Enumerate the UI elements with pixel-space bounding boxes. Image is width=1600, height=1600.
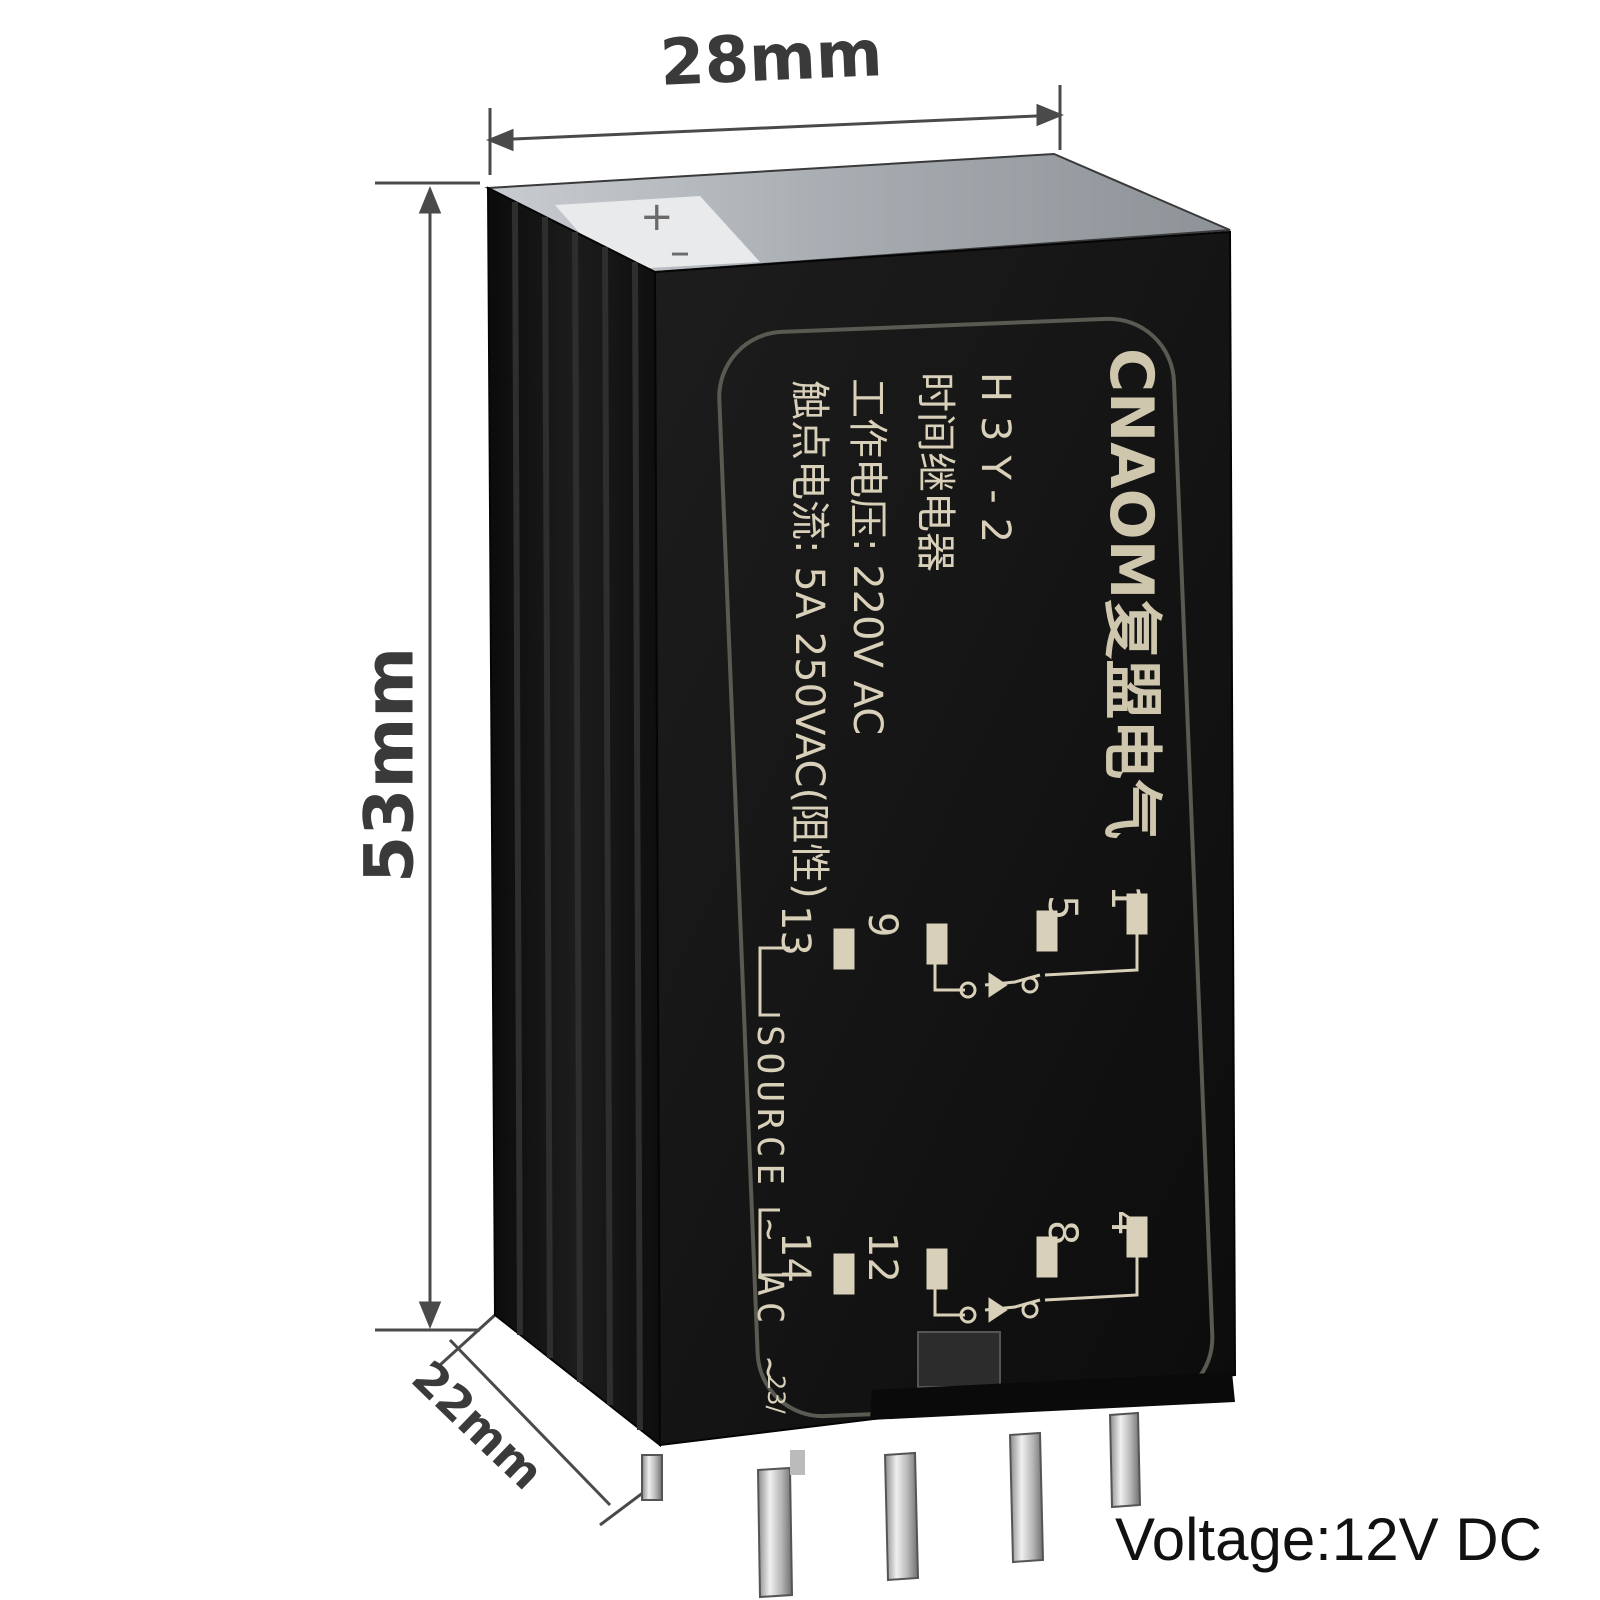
wiring-diagram: [758, 893, 1148, 1324]
pin-number-4: 4: [1102, 1210, 1148, 1236]
svg-text:+: +: [640, 194, 674, 240]
relay-top-cap: + –: [484, 152, 1231, 275]
relay-small-mark: 23/: [762, 1375, 790, 1414]
relay-source-label: SOURCE ~ AC ~: [749, 1025, 790, 1385]
svg-text:–: –: [670, 229, 690, 275]
height-dimension-label: 53mm: [350, 646, 430, 884]
pin: [883, 1451, 920, 1582]
width-dimension-line: [489, 113, 1061, 142]
pin: [1008, 1431, 1045, 1564]
relay-type-label: 时间继电器: [912, 372, 958, 572]
depth-dimension-line: [448, 1338, 612, 1507]
relay-brand-label: CNAOM复盟电气: [1096, 348, 1166, 840]
relay-pins: [641, 1411, 1142, 1599]
voltage-caption: Voltage:12V DC: [1115, 1506, 1542, 1573]
pin-number-14: 14: [772, 1232, 818, 1283]
pin-number-5: 5: [1039, 895, 1085, 921]
relay-model-label: H3Y-2: [972, 372, 1018, 558]
pin: [756, 1466, 794, 1599]
relay-working-voltage-label: 工作电压: 220V AC: [844, 378, 890, 736]
pin-number-12: 12: [859, 1232, 905, 1283]
dimension-lines: [375, 85, 1064, 1527]
pin: [1108, 1411, 1142, 1509]
width-dimension-label: 28mm: [658, 17, 884, 101]
pin-number-8: 8: [1039, 1220, 1085, 1246]
pin-number-13: 13: [772, 905, 818, 956]
relay-front-face: [653, 230, 1237, 1447]
relay-contact-current-label: 触点电流: 5A 250VAC(阻性): [786, 380, 832, 899]
pin-number-9: 9: [859, 912, 905, 938]
relay-ribbed-side: [486, 186, 662, 1448]
pin-number-1: 1: [1102, 885, 1148, 911]
pin: [641, 1454, 663, 1501]
